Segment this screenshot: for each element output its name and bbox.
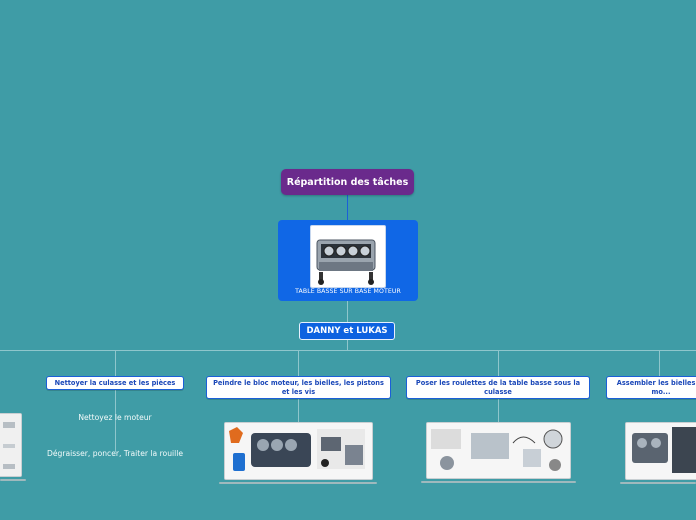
horizontal-branch-line — [0, 350, 696, 351]
task-clean-cylinder-head[interactable]: Nettoyer la culasse et les pièces — [46, 376, 184, 390]
task-paint-engine-block[interactable]: Peindre le bloc moteur, les bielles, les… — [206, 376, 391, 399]
casters-image-shadow — [421, 481, 576, 483]
assembly-image — [625, 422, 696, 480]
root-connector — [347, 195, 348, 220]
paint-image-shadow — [219, 482, 377, 484]
team-topic-label: DANNY et LUKAS — [306, 326, 387, 336]
paint-parts-image — [224, 422, 373, 480]
branch-2-connector — [298, 350, 299, 376]
casters-instructions-image — [426, 422, 571, 479]
task-assemble-connecting-rods-label: Assembler les bielles ... mo... — [611, 379, 696, 396]
task-clean-cylinder-head-label: Nettoyer la culasse et les pièces — [55, 379, 176, 388]
branch-1-connector — [115, 350, 116, 376]
partial-image-shadow — [0, 479, 26, 481]
main-topic-caption: TABLE BASSE SUR BASE MOTEUR — [278, 288, 418, 295]
sub-degrease-sand[interactable]: Dégraisser, poncer, Traiter la rouille — [40, 449, 190, 458]
task-install-casters[interactable]: Poser les roulettes de la table basse so… — [406, 376, 590, 399]
branch-3-image-connector — [498, 399, 499, 422]
team-topic[interactable]: DANNY et LUKAS — [299, 322, 395, 340]
main-connector — [347, 301, 348, 322]
branch-4-connector — [659, 350, 660, 376]
engine-block-table-image — [310, 225, 386, 288]
branch-3-connector — [498, 350, 499, 376]
sub-clean-engine[interactable]: Nettoyez le moteur — [55, 413, 175, 422]
root-topic[interactable]: Répartition des tâches — [281, 169, 414, 195]
branch-2-image-connector — [298, 399, 299, 422]
root-topic-label: Répartition des tâches — [287, 177, 409, 188]
assembly-image-shadow — [620, 482, 696, 484]
task-assemble-connecting-rods[interactable]: Assembler les bielles ... mo... — [606, 376, 696, 399]
cleaning-image-partial — [0, 413, 22, 477]
task-install-casters-label: Poser les roulettes de la table basse so… — [411, 379, 585, 396]
task-paint-engine-block-label: Peindre le bloc moteur, les bielles, les… — [211, 379, 386, 396]
